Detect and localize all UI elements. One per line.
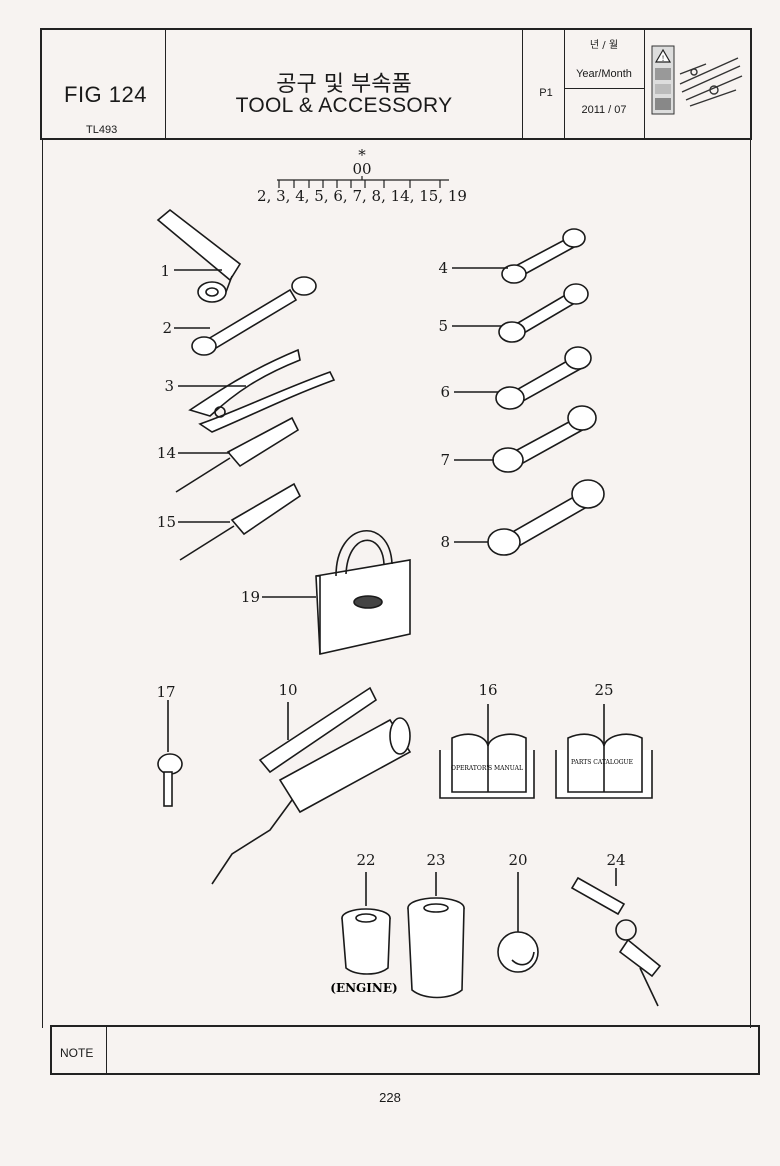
- page-number: 228: [379, 1090, 401, 1105]
- page-title: TOOL & ACCESSORY: [235, 94, 453, 117]
- year-month-value: 2011 / 07: [581, 104, 627, 116]
- callout-23: 23: [426, 851, 445, 869]
- screwdriver-flat: [175, 416, 300, 493]
- callout-15: 15: [157, 513, 176, 531]
- callout-25: 25: [594, 681, 613, 699]
- box-wrench-l-type: [156, 208, 242, 303]
- screwdriver-phillips: [179, 482, 302, 561]
- callout-22: 22: [356, 851, 375, 869]
- note-divider: [106, 1025, 107, 1075]
- note-label: NOTE: [60, 1046, 94, 1060]
- index-group: 00: [352, 160, 371, 178]
- spanner-6: [495, 346, 592, 410]
- callout-2: 2: [162, 319, 172, 337]
- callout-17: 17: [156, 683, 175, 701]
- grease-gun: [211, 686, 412, 885]
- oil-filter-small: [341, 908, 391, 975]
- callout-14: 14: [157, 444, 176, 462]
- frame-top: [40, 28, 752, 30]
- pliers: [188, 348, 336, 433]
- index-list: 2, 3, 4, 5, 6, 7, 8, 14, 15, 19: [257, 187, 467, 205]
- callout-4: 4: [438, 259, 448, 277]
- callout-8: 8: [440, 533, 450, 551]
- warning-triangle-icon: !: [651, 45, 675, 115]
- callout-16: 16: [478, 681, 497, 699]
- tool-bag: [315, 529, 411, 655]
- note-right: [758, 1025, 760, 1075]
- spanner-5: [498, 283, 589, 343]
- callout-20: 20: [508, 851, 527, 869]
- note-field[interactable]: [108, 1028, 756, 1072]
- callout-6: 6: [440, 383, 450, 401]
- spanner-7: [492, 405, 597, 473]
- tools-thumbnail-icon: !: [650, 44, 746, 118]
- book-label-operators-manual: OPERATOR'S MANUAL: [451, 765, 523, 772]
- callout-1: 1: [160, 262, 170, 280]
- spanner-4: [501, 228, 586, 284]
- fig-title: FIG 124: [64, 82, 147, 107]
- book-label-parts-catalogue: PARTS CATALOGUE: [571, 759, 633, 766]
- note-top: [50, 1025, 760, 1027]
- header-divider-4: [644, 28, 645, 140]
- key-set: [570, 876, 662, 1007]
- svg-text:!: !: [662, 55, 665, 63]
- year-month-label: Year/Month: [576, 68, 632, 80]
- fig-code: TL493: [86, 124, 118, 136]
- callout-7: 7: [440, 451, 450, 469]
- callout-19: 19: [241, 588, 260, 606]
- frame-left: [40, 28, 42, 140]
- index-star: *: [358, 146, 366, 164]
- lifting-eye-bolt: [157, 753, 183, 807]
- callout-5: 5: [438, 317, 448, 335]
- offset-wrench: [191, 276, 317, 356]
- header-divider-3: [564, 28, 565, 140]
- year-month-label-korean: 년 / 월: [589, 40, 619, 51]
- callout-3: 3: [164, 377, 174, 395]
- body-left: [42, 140, 43, 1028]
- note-left: [50, 1025, 52, 1075]
- parts-catalogue-book: [555, 733, 653, 799]
- engine-label: (ENGINE): [330, 981, 397, 995]
- callout-10: 10: [278, 681, 297, 699]
- page-code: P1: [539, 87, 553, 99]
- knob-ball: [497, 931, 539, 973]
- frame-right: [750, 28, 752, 140]
- header-bottom: [40, 138, 752, 140]
- header-ym-divider: [564, 88, 644, 89]
- spanner-8: [487, 479, 605, 556]
- note-bottom: [50, 1073, 760, 1075]
- operators-manual-book: [439, 733, 535, 799]
- fuel-filter-large: [407, 897, 465, 999]
- callout-24: 24: [606, 851, 625, 869]
- body-right: [750, 140, 751, 1028]
- header-divider-2: [522, 28, 523, 140]
- page-title-korean: 공구 및 부속품: [276, 72, 412, 97]
- header-divider-1: [165, 28, 166, 140]
- parts-illustration: * 00 2, 3, 4, 5, 6, 7, 8, 14, 15, 19: [156, 146, 662, 1007]
- index-bracket: [277, 176, 449, 188]
